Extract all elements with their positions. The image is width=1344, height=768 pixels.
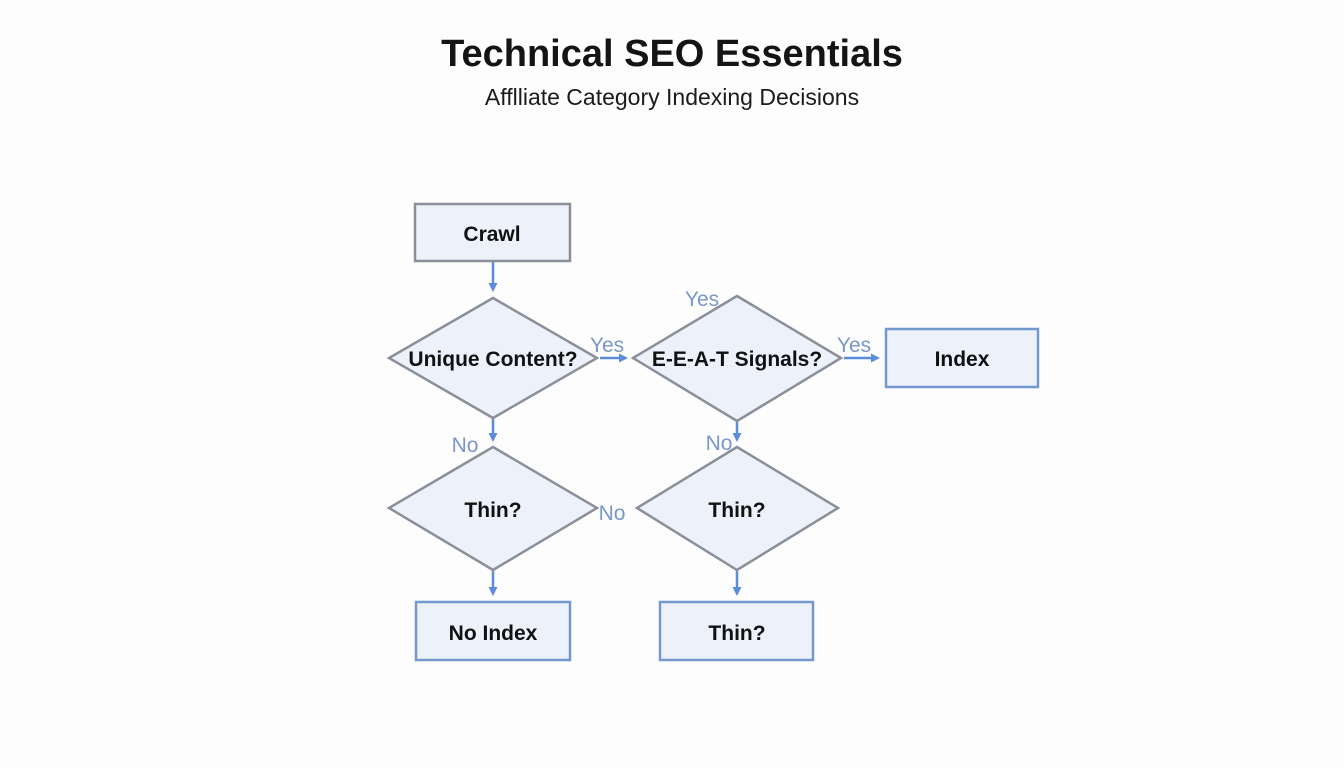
thin-left-decision: Thin?: [386, 445, 600, 572]
index-node: Index: [884, 327, 1040, 389]
no-index-node-label: No Index: [449, 622, 538, 645]
unique-content-decision-label: Unique Content?: [408, 348, 577, 371]
diagram-header: Technical SEO Essentials Afflliate Categ…: [0, 33, 1344, 111]
thin-right-decision-label: Thin?: [708, 499, 765, 522]
eeat-decision: E-E-A-T Signals?: [630, 294, 844, 423]
thin-left-decision-shape: [386, 445, 600, 572]
flowchart-nodes: Crawl Unique Content? E-E-A-T Signals? I…: [386, 202, 1040, 662]
index-node-label: Index: [935, 348, 990, 371]
unique-content-decision-shape: [386, 296, 600, 420]
edge-label-no-between-thins: No: [599, 502, 626, 525]
eeat-decision-label: E-E-A-T Signals?: [652, 348, 822, 371]
edge-label-yes-eeat-top: Yes: [685, 288, 719, 311]
flowchart-edges: [488, 262, 880, 596]
crawl-node: Crawl: [413, 202, 572, 263]
edge-label-no-eeat-to-thin: No: [706, 432, 733, 455]
thin-result-node: Thin?: [658, 600, 815, 662]
no-index-node: No Index: [414, 600, 572, 662]
thin-right-decision: Thin?: [634, 445, 841, 572]
edge-label-yes-eeat-to-index: Yes: [837, 334, 871, 357]
edge-label-no-unique-to-thin: No: [452, 434, 479, 457]
page-title: Technical SEO Essentials: [441, 33, 903, 75]
thin-right-decision-shape: [634, 445, 841, 572]
crawl-node-shape: [413, 202, 572, 263]
thin-left-decision-label: Thin?: [464, 499, 521, 522]
page-subtitle: Afflliate Category Indexing Decisions: [484, 83, 860, 110]
no-index-node-shape: [414, 600, 572, 662]
unique-content-decision: Unique Content?: [386, 296, 600, 420]
thin-result-node-label: Thin?: [708, 622, 765, 645]
eeat-decision-shape: [630, 294, 844, 423]
edge-label-yes-unique-to-eeat: Yes: [590, 334, 624, 357]
crawl-node-label: Crawl: [463, 223, 520, 246]
index-node-shape: [884, 327, 1040, 389]
flowchart-edge-labels: Yes Yes Yes No No No: [452, 288, 872, 525]
thin-result-node-shape: [658, 600, 815, 662]
